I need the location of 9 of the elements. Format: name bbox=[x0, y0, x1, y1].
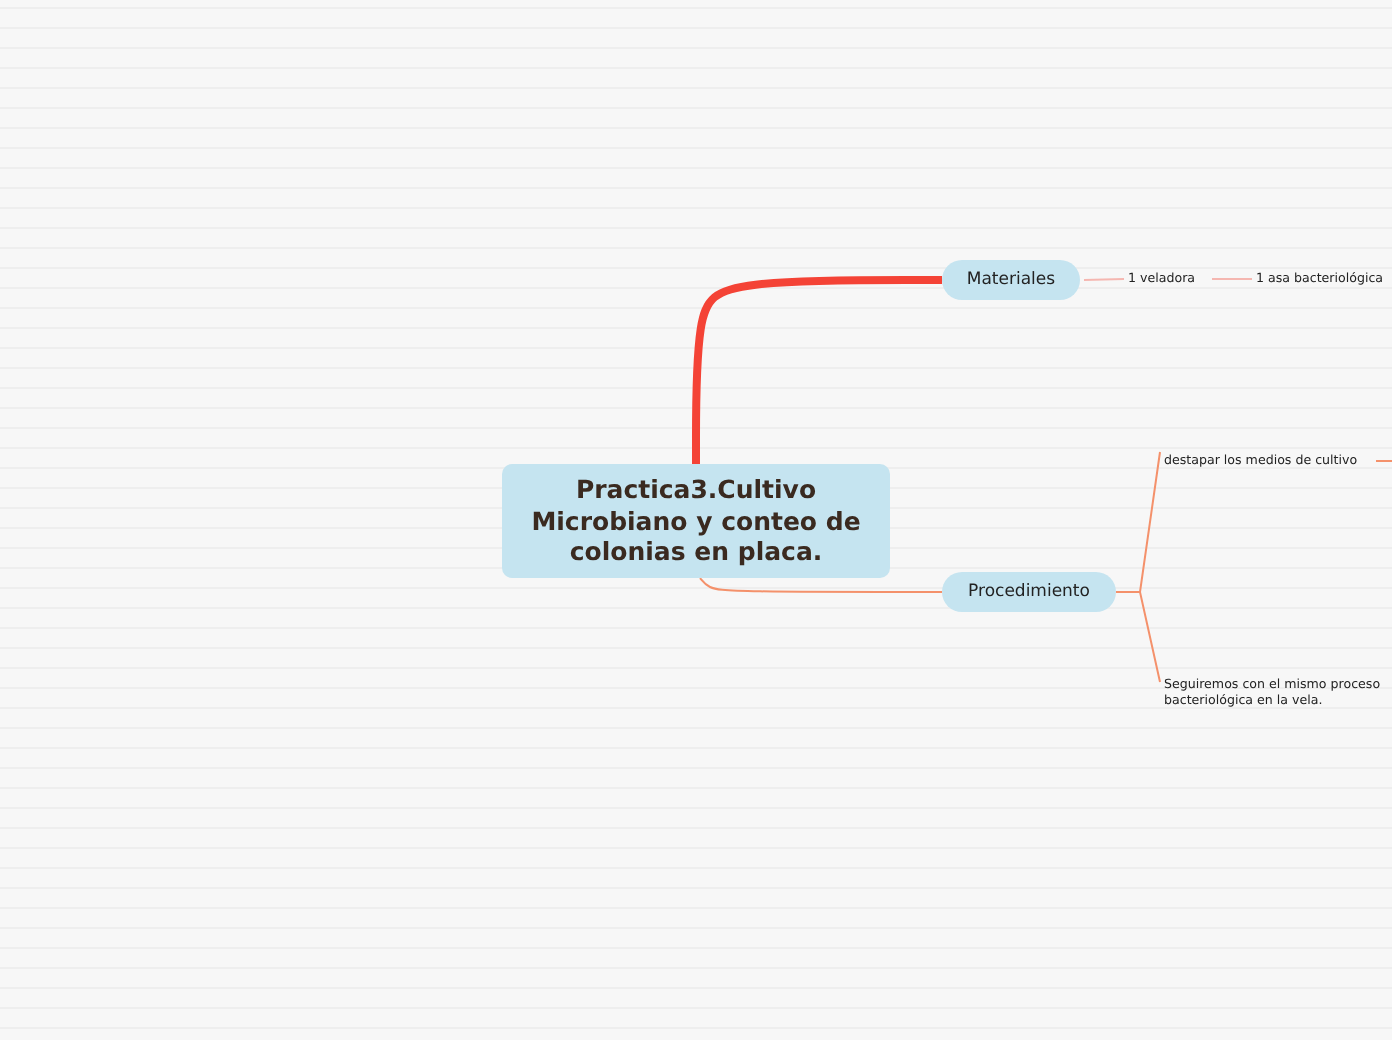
connector-line bbox=[699, 577, 943, 593]
connector-line bbox=[1115, 591, 1161, 683]
connector-line bbox=[1083, 278, 1125, 281]
topic-box: Materiales bbox=[942, 260, 1080, 300]
connector-line bbox=[1375, 460, 1392, 462]
topic-box: Procedimiento bbox=[942, 572, 1116, 612]
connector-line bbox=[692, 276, 942, 464]
central-topic-box: Practica3.Cultivo Microbiano y conteo de colonias en placa. bbox=[502, 464, 890, 578]
connector-line bbox=[1211, 278, 1253, 280]
